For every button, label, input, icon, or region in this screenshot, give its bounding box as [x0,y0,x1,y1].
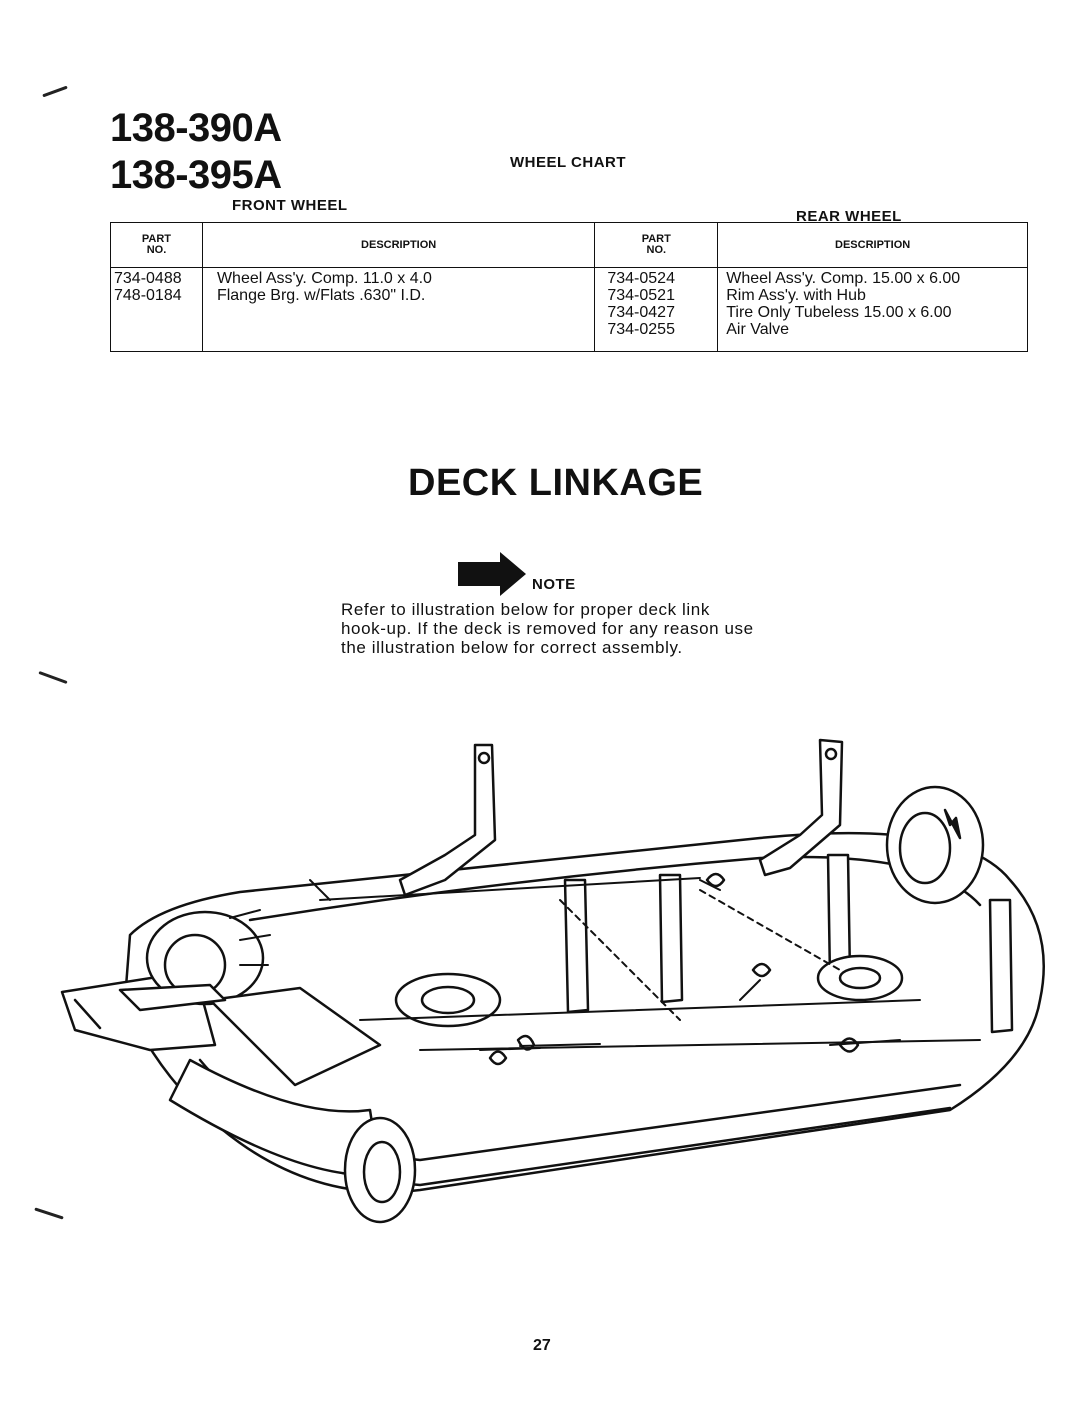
part-number: 734-0524 [607,270,675,287]
part-description: Flange Brg. w/Flats .630" I.D. [216,287,426,304]
section-title: DECK LINKAGE [408,462,704,504]
mower-deck-linkage-illustration [60,735,1050,1235]
chart-title: WHEEL CHART [510,154,627,171]
part-description: Wheel Ass'y. Comp. 15.00 x 6.00 [726,270,961,287]
part-number: 734-0427 [607,304,675,321]
rear-part-numbers: 734-0524 734-0521 734-0427 734-0255 [594,267,719,352]
front-part-numbers: 734-0488 748-0184 [110,267,203,352]
rear-descriptions: Wheel Ass'y. Comp. 15.00 x 6.00 Rim Ass'… [717,267,1028,352]
part-number: 734-0521 [607,287,675,304]
scan-mark [38,670,68,685]
rear-description-header: DESCRIPTION [717,222,1028,268]
front-wheel-label: FRONT WHEEL [232,197,348,214]
part-description: Wheel Ass'y. Comp. 11.0 x 4.0 [216,270,432,287]
part-number: 748-0184 [114,287,182,304]
part-number: 734-0488 [114,270,182,287]
table-row: 734-0488 748-0184 Wheel Ass'y. Comp. 11.… [110,267,1028,352]
rear-wheel-label: REAR WHEEL [796,208,902,225]
note-text: Refer to illustration below for proper d… [341,600,754,657]
note-line: the illustration below for correct assem… [341,638,683,657]
note-label: NOTE [532,576,576,593]
scan-mark [42,85,68,98]
note-line: hook-up. If the deck is removed for any … [341,619,754,638]
model-number: 138-395A [110,153,282,197]
model-number: 138-390A [110,106,282,150]
front-descriptions: Wheel Ass'y. Comp. 11.0 x 4.0 Flange Brg… [201,267,596,352]
part-description: Rim Ass'y. with Hub [726,287,866,304]
part-number: 734-0255 [607,321,675,338]
note-line: Refer to illustration below for proper d… [341,600,710,619]
front-description-header: DESCRIPTION [201,222,596,268]
part-description: Air Valve [726,321,790,338]
part-description: Tire Only Tubeless 15.00 x 6.00 [726,304,952,321]
page-number: 27 [533,1337,551,1354]
arrow-right-icon [458,552,528,596]
